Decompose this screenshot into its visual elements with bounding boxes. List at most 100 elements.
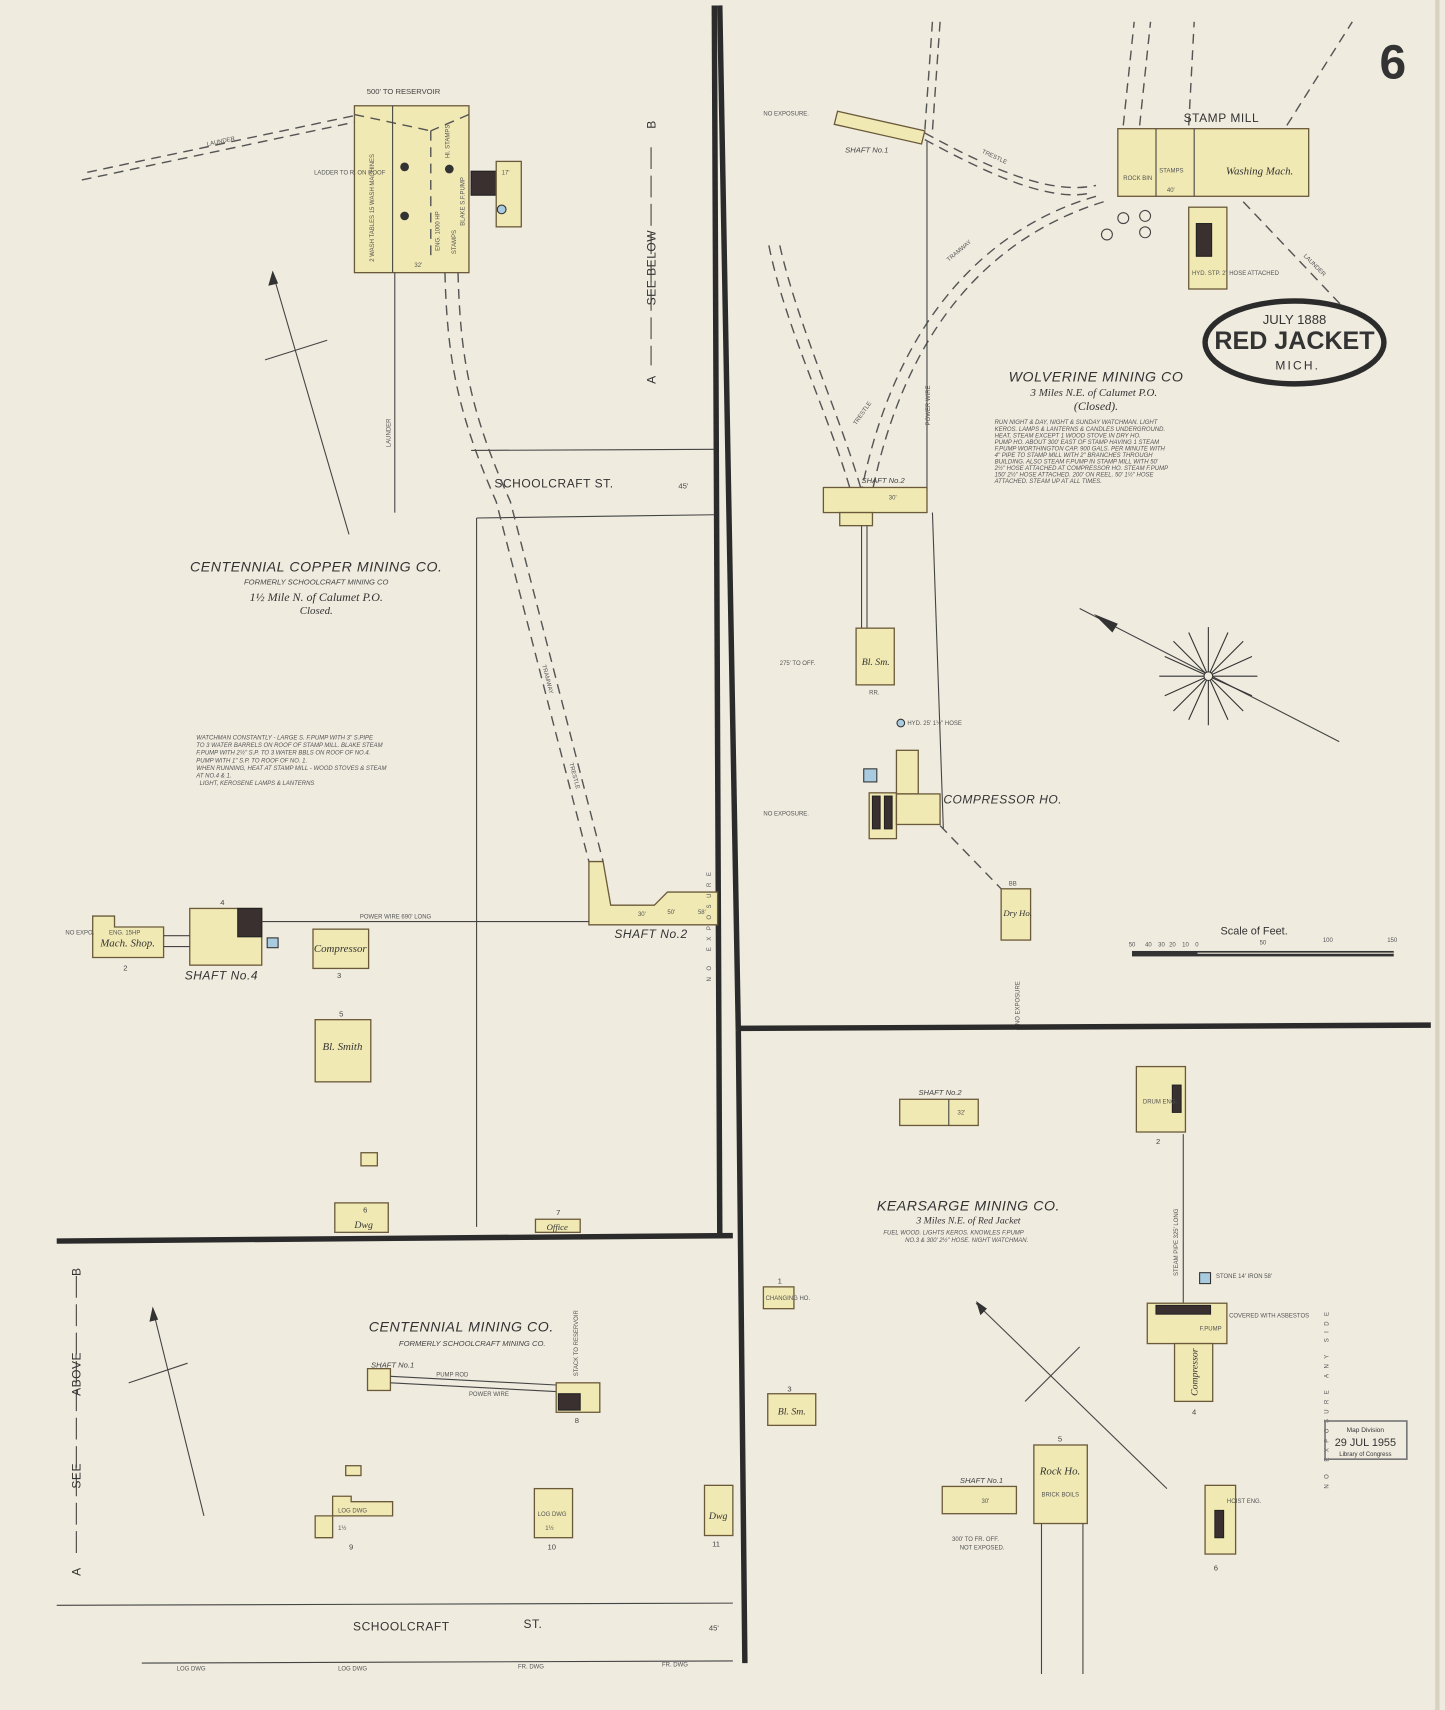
map-label: ST. (523, 1617, 542, 1631)
map-label: ENG. 1000 HP (435, 211, 441, 251)
map-label: Closed. (300, 605, 333, 617)
map-label: F.PUMP WITH 2½" S.P. TO 3 WATER BBLS ON … (196, 750, 370, 757)
building (855, 627, 895, 686)
wolverine-stamp-mill (1117, 128, 1310, 197)
map-mark (924, 132, 1097, 189)
map-label: Compressor (1189, 1348, 1200, 1396)
water-feature (863, 768, 878, 783)
map-label: NOT EXPOSED. (960, 1546, 1005, 1552)
map-label: 6 (1214, 1563, 1218, 1572)
map-mark (976, 1301, 987, 1316)
map-label: Office (547, 1222, 568, 1232)
map-label: FORMERLY SCHOOLCRAFT MINING CO (244, 578, 389, 587)
wolverine-section: NO EXPOSURE. SHAFT No.1 TRESTLE TRAMWAY … (763, 21, 1398, 1025)
map-mark (1093, 613, 1118, 633)
map-mark (1139, 209, 1152, 222)
map-label: 2 (123, 964, 127, 973)
map-label: 40 (1145, 943, 1152, 949)
building (941, 1485, 1018, 1515)
map-label: DRUM ENG. (1143, 1100, 1178, 1106)
map-label: 6 (363, 1206, 367, 1215)
map-label: Washing Mach. (1226, 165, 1293, 177)
map-mark (81, 121, 355, 181)
map-label: Library of Congress (1339, 1452, 1391, 1458)
water-feature (266, 937, 279, 949)
map-label: Bl. Smith (322, 1041, 362, 1053)
map-mark (924, 138, 1091, 196)
map-label: 4" PIPE TO STAMP MILL WITH 2" BRANCHES T… (995, 453, 1154, 459)
map-label: 11 (712, 1539, 720, 1548)
map-label: WHEN RUNNING, HEAT AT STAMP MILL - WOOD … (196, 766, 386, 772)
map-label: 45' (678, 482, 688, 491)
boiler (237, 907, 263, 938)
map-mark (1024, 1346, 1081, 1402)
map-label: 4 (220, 898, 225, 907)
map-label: WATCHMAN CONSTANTLY - LARGE S. F.PUMP WI… (196, 735, 374, 741)
map-label: F.PUMP WORTHINGTON CAP. 900 GALS. PER MI… (995, 446, 1166, 452)
map-label: 1½ (338, 1525, 346, 1532)
map-label: 30' (889, 495, 897, 501)
map-label: LOG DWG (538, 1512, 567, 1518)
state-name: MICH. (1275, 359, 1320, 373)
building (762, 1286, 795, 1310)
map-mark (1117, 212, 1130, 225)
map-label: 10 (1182, 943, 1189, 949)
map-label: LADDER TO R. ON ROOF (314, 170, 386, 176)
map-label: HEAT, STEAM EXCEPT 1 WOOD STOVE IN DRY H… (995, 433, 1141, 439)
map-mark (1242, 201, 1342, 306)
map-mark (87, 114, 355, 174)
map-mark (871, 201, 1104, 491)
map-label: Bl. Sm. (778, 1406, 806, 1417)
map-label: POWER WIRE (469, 1392, 509, 1398)
map-mark (1188, 21, 1195, 126)
map-label: 9 (349, 1543, 353, 1552)
map-label: B (70, 1267, 84, 1276)
boiler (1195, 223, 1213, 257)
map-label: 2 WASH TABLES 15 WASH MACHINES (370, 154, 376, 262)
map-label: F.PUMP (1200, 1326, 1222, 1332)
map-label: SEE BELOW (644, 230, 658, 306)
map-mark (735, 1030, 748, 1664)
kearsarge-section: SHAFT No.2 32' DRUM ENG. 2 STEAM PIPE 32… (762, 1065, 1330, 1675)
map-label: SHAFT No.2 (918, 1088, 962, 1097)
map-label: 30' (638, 912, 646, 918)
map-label: 150 (1387, 938, 1398, 944)
map-label: COVERED WITH ASBESTOS (1229, 1313, 1309, 1319)
map-label: NO EXPOSURE ANY SIDE (1324, 1306, 1330, 1488)
shaft-2-building (588, 860, 719, 926)
map-label: 5 (339, 1009, 343, 1018)
map-mark (1122, 21, 1135, 126)
building (839, 511, 874, 527)
schoolcraft-street-label: SCHOOLCRAFT ST. (494, 476, 613, 490)
map-label: SHAFT No.1 (960, 1476, 1003, 1485)
map-mark (56, 1232, 733, 1244)
map-label: NO EXPO. (65, 931, 94, 937)
map-label: 3 (787, 1385, 791, 1394)
centennial-title: CENTENNIAL MINING CO. (369, 1320, 554, 1336)
map-mark (860, 195, 1097, 491)
map-mark (1203, 671, 1214, 682)
boiler (1214, 1509, 1225, 1539)
map-mark (1100, 228, 1113, 241)
map-label: 3 Miles N.E. of Calumet P.O. (1030, 387, 1158, 399)
map-label: STONE 14' IRON 58' (1216, 1274, 1272, 1280)
map-label: PUMP ROD (436, 1372, 469, 1378)
map-mark (1324, 1420, 1408, 1460)
map-label: LIGHT, KEROSENE LAMPS & LANTERNS (200, 781, 315, 787)
map-label: 30 (1158, 943, 1165, 949)
map-label: FORMERLY SCHOOLCRAFT MINING CO. (399, 1339, 546, 1348)
map-label: 58' (698, 910, 706, 916)
map-label: 29 JUL 1955 (1335, 1437, 1396, 1449)
water-feature (1199, 1272, 1212, 1285)
map-mark (738, 1022, 1431, 1032)
map-label: 4 (1192, 1407, 1197, 1416)
map-mark (430, 113, 470, 132)
map-label: (Closed). (1074, 399, 1118, 413)
map-mark (56, 1602, 733, 1606)
centennial-section: B ABOVE SEE A CENTENNIAL MINING CO. FORM… (70, 1267, 734, 1673)
wolverine-compressor-house (895, 749, 919, 795)
building (345, 1465, 362, 1477)
map-label: Bl. Sm. (862, 657, 890, 668)
map-label: NO.3 & 300' 2½" HOSE. NIGHT WATCHMAN. (905, 1237, 1028, 1244)
map-label: BRICK BOILS (1041, 1492, 1079, 1498)
